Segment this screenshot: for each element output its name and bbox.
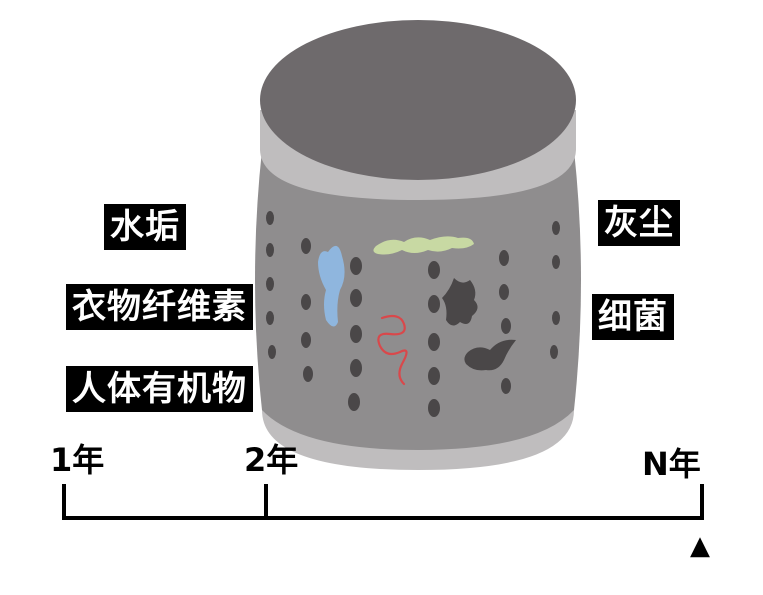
limescale-stain-icon xyxy=(318,245,345,327)
label-dust: 灰尘 xyxy=(598,200,680,246)
timeline-label-1: 1年 xyxy=(50,441,105,479)
hair-strand-icon xyxy=(377,314,408,386)
arrow-up-icon: ▲ xyxy=(690,531,710,561)
bacteria-blob-icon xyxy=(464,339,516,371)
dust-clump-icon xyxy=(442,278,478,326)
timeline-label-2: 2年 xyxy=(244,441,299,479)
fiber-lint-icon xyxy=(373,236,474,255)
drum-holes xyxy=(266,211,560,417)
label-human-organic-matter: 人体有机物 xyxy=(66,366,253,412)
timeline xyxy=(62,484,704,520)
label-limescale: 水垢 xyxy=(104,204,186,250)
drum-top-lid xyxy=(260,20,576,180)
drum-body xyxy=(255,150,581,450)
label-clothing-fiber: 衣物纤维素 xyxy=(66,284,253,330)
timeline-label-n: N年 xyxy=(642,445,701,483)
label-bacteria: 细菌 xyxy=(592,294,674,340)
